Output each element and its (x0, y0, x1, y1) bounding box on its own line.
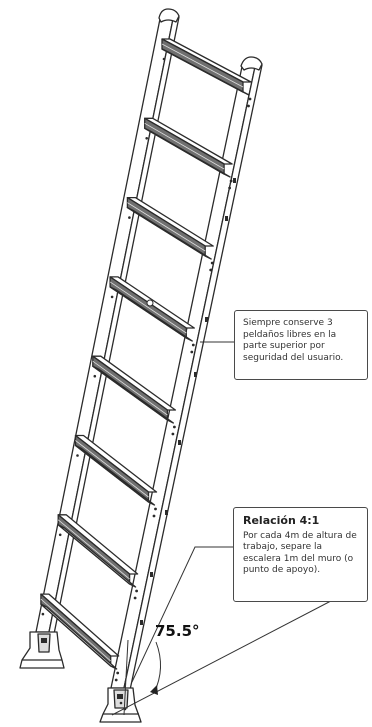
rivet (154, 507, 157, 511)
rivet (228, 186, 232, 190)
rivet (133, 596, 137, 600)
rung-lip (161, 48, 250, 96)
vertical-reference-line (123, 639, 129, 716)
rung (109, 276, 195, 354)
rivet (76, 454, 79, 457)
rail-clip (178, 440, 181, 445)
callout-leader-bottom (131, 546, 233, 683)
rivet (114, 678, 118, 682)
rung-highlight (92, 360, 168, 416)
rail-clip (194, 372, 197, 377)
rivet (145, 137, 148, 140)
rung (74, 434, 158, 518)
rung-lip (74, 444, 156, 506)
rung (40, 593, 120, 682)
angle-arrowhead (150, 685, 158, 695)
rung-highlight (161, 43, 244, 88)
rungs-safety-text: Siempre conserve 3 peldaños libres en la… (243, 318, 344, 363)
rivet (116, 671, 120, 675)
rivet (58, 533, 62, 537)
rivet (93, 374, 97, 378)
rivet (152, 514, 156, 518)
rung-lip (92, 365, 175, 424)
annotation-lines (111, 341, 353, 716)
rung-highlight (75, 440, 149, 498)
rung-highlight (57, 519, 130, 580)
rung-highlight (127, 202, 206, 252)
rung-highlight (40, 598, 111, 662)
rung-lip (144, 127, 231, 178)
rung (161, 38, 252, 108)
rail-clip (165, 510, 168, 515)
rivet (173, 425, 176, 429)
angle-arc (153, 641, 161, 694)
rivet (191, 343, 195, 347)
ground-line (111, 589, 353, 716)
rivet (128, 216, 131, 219)
rung-lip (40, 603, 118, 670)
rivet (171, 432, 175, 436)
rivet (110, 295, 114, 299)
rung (126, 196, 214, 272)
rung (57, 514, 139, 600)
right-foot-bolt (117, 694, 123, 699)
rung (144, 117, 233, 190)
rung-lip (109, 286, 193, 342)
rung (92, 355, 177, 436)
rivet (41, 612, 45, 616)
rivet (162, 57, 166, 61)
ratio-callout: Relación 4:1 Por cada 4m de altura de tr… (233, 507, 368, 602)
rivet (135, 589, 139, 593)
rail-clip (205, 317, 208, 322)
ratio-text: Por cada 4m de altura de trabajo, separe… (243, 530, 357, 576)
rung-highlight (144, 122, 225, 170)
rivet (190, 350, 194, 354)
left-foot-bolt (41, 638, 47, 643)
rivet (209, 268, 213, 272)
rail-clip (140, 620, 143, 625)
rivet (119, 701, 123, 705)
rail-clip (233, 178, 236, 183)
rivet (210, 261, 214, 265)
rung-lip (126, 206, 212, 260)
rung-highlight (109, 281, 187, 334)
rivet (229, 179, 233, 183)
rivet (248, 97, 252, 101)
left-rail-cap (158, 8, 180, 23)
ratio-title: Relación 4:1 (243, 514, 320, 527)
right-rail-cap (240, 56, 263, 71)
ladder-illustration (19, 8, 263, 723)
rivet (247, 104, 250, 108)
rungs-safety-callout: Siempre conserve 3 peldaños libres en la… (234, 310, 368, 380)
angle-label: 75.5° (155, 622, 200, 640)
rung-lip (57, 524, 137, 588)
rail-clip (225, 216, 228, 221)
rung-ring (146, 299, 154, 307)
rail-clip (150, 572, 153, 577)
